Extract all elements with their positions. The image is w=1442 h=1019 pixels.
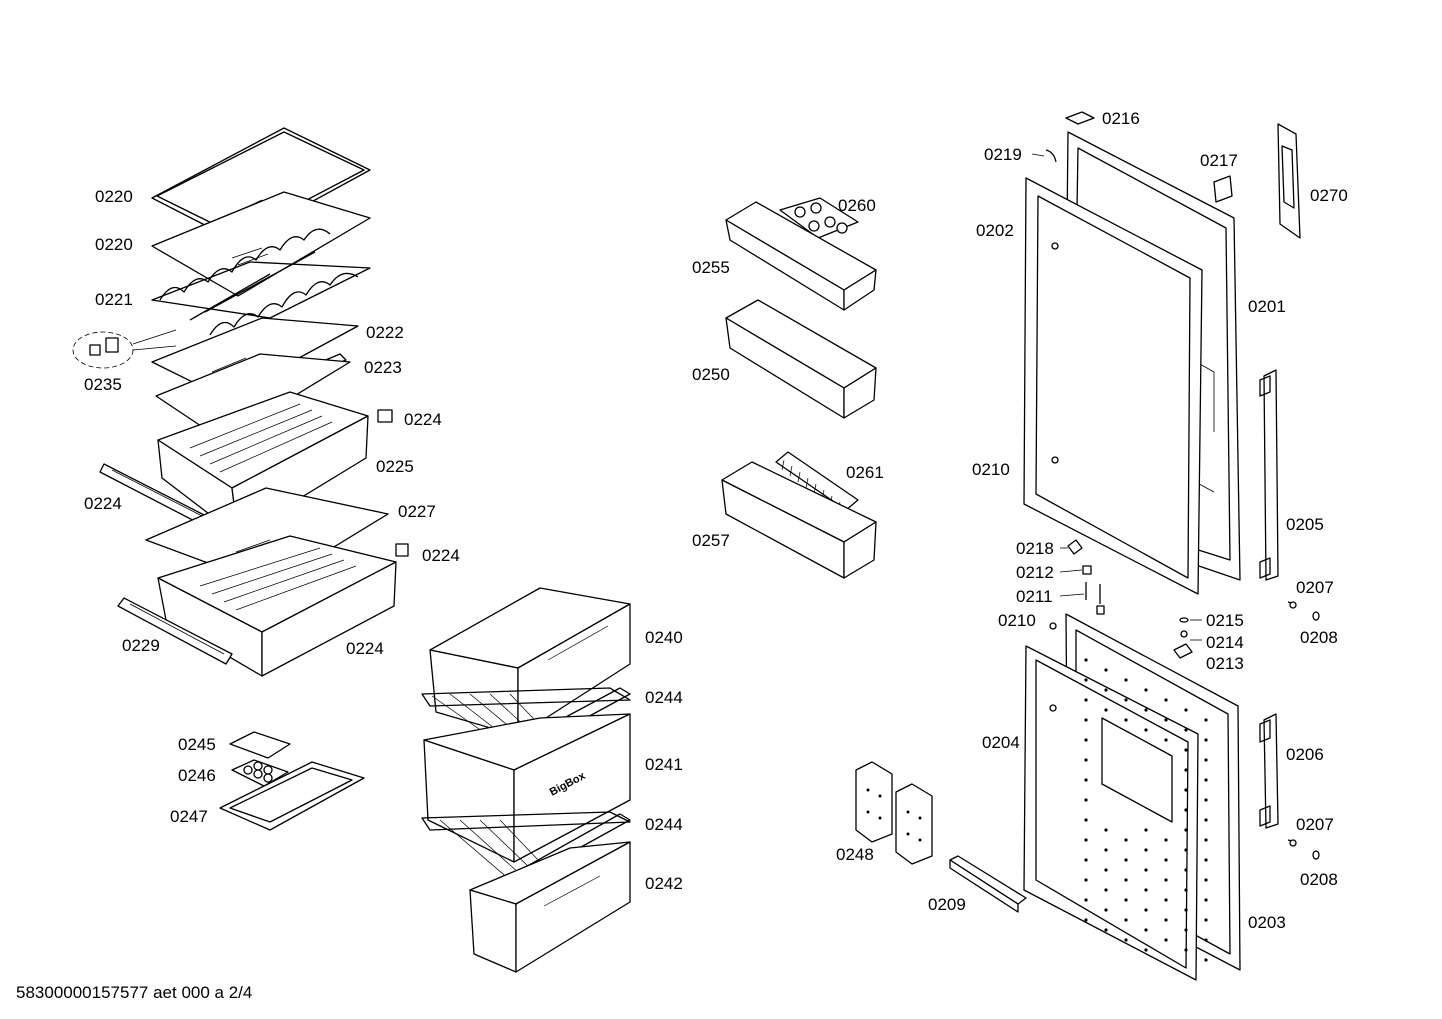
hinge-block [1213, 175, 1233, 203]
part-label-0229: 0229 [122, 636, 160, 655]
leader-lines [1031, 153, 1202, 641]
part-label-0224: 0224 [422, 546, 460, 565]
freezer-drawer-upper [429, 587, 631, 737]
top-hinge-pin [1045, 149, 1057, 163]
part-label-0208: 0208 [1300, 628, 1338, 647]
part-label-0224: 0224 [346, 639, 384, 658]
part-label-0208: 0208 [1300, 870, 1338, 889]
part-label-0257: 0257 [692, 531, 730, 550]
wine-rack [151, 228, 371, 336]
part-label-0235: 0235 [84, 375, 122, 394]
part-label-0244: 0244 [645, 688, 683, 707]
crisper-drawer-lower [157, 535, 409, 677]
part-label-0260: 0260 [838, 196, 876, 215]
part-label-0218: 0218 [1016, 539, 1054, 558]
document-footer: 58300000157577 aet 000 a 2/4 [16, 983, 252, 1002]
part-label-0220: 0220 [95, 187, 133, 206]
part-label-0220: 0220 [95, 235, 133, 254]
part-label-0221: 0221 [95, 290, 133, 309]
part-labels: 0220 0220 0221 0222 0223 0235 0224 0225 0224 0227… [84, 109, 1348, 932]
part-label-0205: 0205 [1286, 515, 1324, 534]
part-label-0255: 0255 [692, 258, 730, 277]
freezer-door-gasket [1023, 645, 1199, 981]
control-panel [1277, 123, 1301, 239]
part-label-0216: 0216 [1102, 109, 1140, 128]
part-label-0212: 0212 [1016, 563, 1054, 582]
wire-basket-lower [421, 811, 631, 885]
part-label-0261: 0261 [846, 463, 884, 482]
top-hinge-cover [1065, 111, 1095, 125]
cold-accumulator-2 [895, 783, 933, 865]
ice-cube-tray-lid [229, 731, 291, 759]
part-label-0270: 0270 [1310, 186, 1348, 205]
telescopic-rail-lower [117, 597, 233, 665]
part-label-0250: 0250 [692, 365, 730, 384]
middle-hinge-parts [1049, 539, 1193, 659]
ice-cube-tray [231, 759, 289, 787]
part-label-0224: 0224 [84, 494, 122, 513]
part-label-0215: 0215 [1206, 611, 1244, 630]
fridge-door-gasket [1023, 177, 1203, 595]
part-label-0214: 0214 [1206, 633, 1244, 652]
part-label-0210: 0210 [972, 460, 1010, 479]
cold-accumulator-1 [855, 761, 893, 843]
handle-upper [1259, 369, 1279, 581]
part-label-0241: 0241 [645, 755, 683, 774]
part-label-0245: 0245 [178, 735, 216, 754]
part-label-0209: 0209 [928, 895, 966, 914]
screws-upper [1287, 601, 1320, 621]
part-label-0217: 0217 [1200, 151, 1238, 170]
part-label-0201: 0201 [1248, 297, 1286, 316]
part-label-0210: 0210 [998, 611, 1036, 630]
part-label-0224: 0224 [404, 410, 442, 429]
door-balcony-top [725, 201, 877, 311]
screws-lower [1287, 839, 1320, 860]
part-label-0203: 0203 [1248, 913, 1286, 932]
part-label-0242: 0242 [645, 874, 683, 893]
handle-lower [1259, 713, 1279, 829]
part-label-0211: 0211 [1016, 587, 1053, 606]
freezer-drawer-lower [469, 841, 631, 973]
freezer-door-dot-grid [1084, 658, 1208, 962]
part-label-0246: 0246 [178, 766, 216, 785]
freezer-drawer-bigbox: BigBox [423, 713, 631, 863]
part-label-0223: 0223 [364, 358, 402, 377]
part-label-0207: 0207 [1296, 815, 1334, 834]
part-label-0240: 0240 [645, 628, 683, 647]
part-label-0247: 0247 [170, 807, 208, 826]
part-label-0227: 0227 [398, 502, 436, 521]
part-label-0207: 0207 [1296, 578, 1334, 597]
part-label-0222: 0222 [366, 323, 404, 342]
ice-tray-holder [219, 761, 365, 831]
part-label-0213: 0213 [1206, 654, 1244, 673]
part-label-0219: 0219 [984, 145, 1022, 164]
part-label-0248: 0248 [836, 845, 874, 864]
part-label-0202: 0202 [976, 221, 1014, 240]
part-label-0244: 0244 [645, 815, 683, 834]
part-label-0204: 0204 [982, 733, 1020, 752]
door-balcony-bottle [721, 461, 877, 579]
egg-tray [779, 197, 859, 239]
grille-strip [949, 855, 1027, 913]
part-label-0206: 0206 [1286, 745, 1324, 764]
clip-detail [72, 329, 177, 369]
door-balcony-middle [725, 299, 877, 419]
part-label-0225: 0225 [376, 457, 414, 476]
